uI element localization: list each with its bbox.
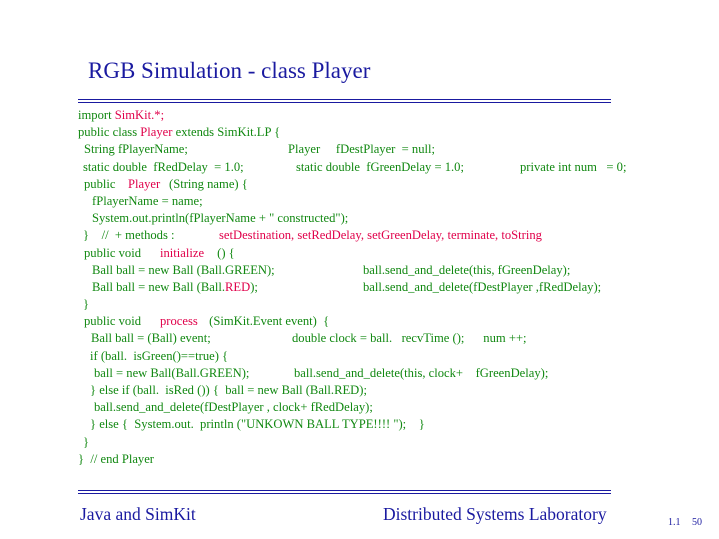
code-token: ball.send_and_delete(this, clock+ fGreen… xyxy=(294,365,549,380)
footer-right-text: Distributed Systems Laboratory xyxy=(383,504,607,524)
code-line-class-decl: public class Player extends SimKit.LP { xyxy=(78,124,708,141)
code-token: } xyxy=(83,434,90,449)
code-token: ball = new Ball(Ball.GREEN); xyxy=(94,365,250,380)
code-line-fields: String fPlayerName; Player fDestPlayer = … xyxy=(78,141,708,158)
code-token: fPlayerName = name; xyxy=(92,193,203,208)
code-token: } // + methods : xyxy=(83,228,178,243)
code-token: Ball ball = new Ball (Ball. xyxy=(92,279,226,294)
slide-title: RGB Simulation - class Player xyxy=(88,58,371,83)
code-token: } else { System.out. println ("UNKOWN BA… xyxy=(90,417,425,432)
code-line-else-if-red: } else if (ball. isRed ()) { ball = new … xyxy=(78,382,708,399)
code-line-red-ball: Ball ball = new Ball (Ball.RED); ball.sen… xyxy=(78,279,708,296)
code-token: String fPlayerName; xyxy=(84,142,188,157)
code-token: public xyxy=(84,176,122,191)
code-token: private int num = 0; xyxy=(520,159,627,174)
code-block: import SimKit.*; public class Player ext… xyxy=(78,107,708,468)
code-line-initialize: public void initialize () { xyxy=(78,245,708,262)
code-line-process: public void process (SimKit.Event event)… xyxy=(78,313,708,330)
code-line-end-class: } // end Player xyxy=(78,451,708,468)
code-token-highlight: initialize xyxy=(160,245,205,260)
code-line-static-fields: static double fRedDelay = 1.0; static dou… xyxy=(78,159,708,176)
code-line-new-green: ball = new Ball(Ball.GREEN); ball.send_an… xyxy=(78,365,708,382)
code-line-send-red: ball.send_and_delete(fDestPlayer , clock… xyxy=(78,399,708,416)
code-line-close-method: } xyxy=(78,434,708,451)
code-token: static double fGreenDelay = 1.0; xyxy=(296,159,464,174)
code-token: extends SimKit.LP { xyxy=(172,125,281,140)
code-token: import xyxy=(78,108,115,122)
code-token: ball.send_and_delete(fDestPlayer ,fRedDe… xyxy=(363,279,602,294)
title-rule-bottom xyxy=(78,102,611,103)
code-token: Player fDestPlayer = null; xyxy=(288,142,436,157)
code-token: Ball ball = new Ball (Ball.GREEN); xyxy=(92,262,275,277)
code-line-green-ball: Ball ball = new Ball (Ball.GREEN); ball.s… xyxy=(78,262,708,279)
code-token: (String name) { xyxy=(169,176,248,191)
code-token: System.out.println(fPlayerName + " const… xyxy=(92,211,349,226)
code-line-constructor: public Player (String name) { xyxy=(78,176,708,193)
footer-left-text: Java and SimKit xyxy=(80,504,196,524)
code-token: ball.send_and_delete(this, fGreenDelay); xyxy=(363,262,571,277)
code-token: ball.send_and_delete(fDestPlayer , clock… xyxy=(94,400,373,415)
code-token: (SimKit.Event event) { xyxy=(206,314,330,329)
page-number: 50 xyxy=(692,517,702,528)
code-token: } xyxy=(83,297,90,312)
code-line-if-green: if (ball. isGreen()==true) { xyxy=(78,348,708,365)
code-token: public class xyxy=(78,125,141,140)
code-line-else: } else { System.out. println ("UNKOWN BA… xyxy=(78,416,708,433)
code-token-highlight: RED xyxy=(225,279,251,294)
section-number: 1.1 xyxy=(668,517,681,528)
code-token: double clock = ball. recvTime (); num ++… xyxy=(292,331,527,346)
code-line-cast: Ball ball = (Ball) event; double clock = … xyxy=(78,330,708,347)
code-line-close-brace: } xyxy=(78,296,708,313)
code-token: Ball ball = new Ball (Ball.RED); xyxy=(92,279,258,296)
code-token: } // end Player xyxy=(78,451,154,466)
code-token-highlight: setDestination, setRedDelay, setGreenDel… xyxy=(219,228,542,243)
code-token: if (ball. isGreen()==true) { xyxy=(90,348,229,363)
code-token-highlight: Player xyxy=(128,176,161,191)
code-token: static double fRedDelay = 1.0; xyxy=(83,159,244,174)
title-rule-top xyxy=(78,99,611,100)
code-line-println: System.out.println(fPlayerName + " const… xyxy=(78,210,708,227)
code-token-highlight: process xyxy=(160,314,198,329)
footer-rule-top xyxy=(78,490,611,491)
footer-rule-bottom xyxy=(78,493,611,494)
code-token: () { xyxy=(214,245,235,260)
code-token: public void xyxy=(84,245,151,260)
code-token-highlight: Player xyxy=(140,125,173,140)
code-token: } else if (ball. isRed ()) { ball = new … xyxy=(90,383,367,397)
code-line-assign: fPlayerName = name; xyxy=(78,193,708,210)
code-token: public void xyxy=(84,314,151,329)
code-line-methods-comment: } // + methods : setDestination, setRedD… xyxy=(78,227,708,244)
code-line-import: import SimKit.*; xyxy=(78,107,708,124)
code-token: ); xyxy=(250,279,258,294)
code-token: Ball ball = (Ball) event; xyxy=(91,331,211,346)
code-token-highlight: SimKit.*; xyxy=(114,108,165,122)
